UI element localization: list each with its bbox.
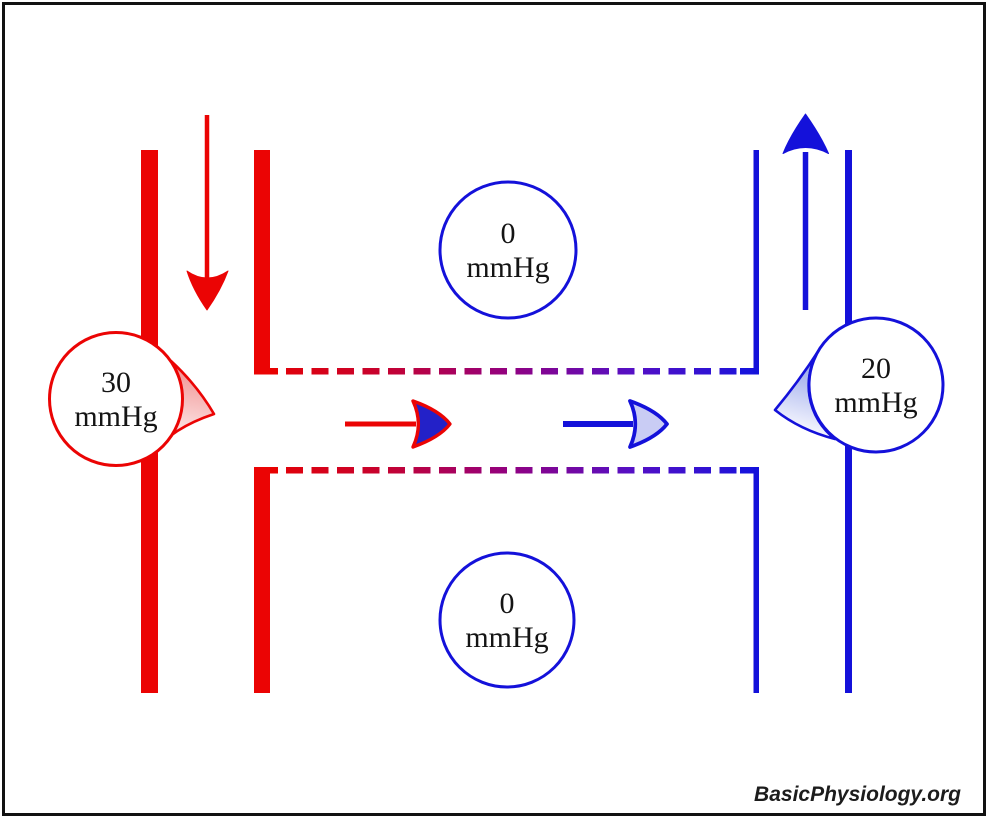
arteriole-pressure-label: 30 mmHg [74,366,157,434]
arteriole-pressure-unit: mmHg [74,400,158,433]
arrow-up-icon [782,113,829,154]
arrow-right-arterial-icon [411,399,452,449]
capillary-top-wall-right-stub [740,368,754,375]
interstitial-top-pressure-value: 0 [500,217,516,250]
capillary-top-wall-left-stub [270,368,278,375]
capillary-bottom-wall-left-stub [270,467,278,474]
arteriole-pressure-value: 30 [101,366,131,399]
interstitial-bottom-pressure-value: 0 [499,587,515,620]
pressure-circle-interstitial-bottom [438,551,576,689]
arteriole-inner-wall-upper [254,150,270,375]
pressure-circle-venule [807,316,945,454]
pressure-circle-arteriole [48,331,184,467]
interstitial-bottom-pressure-label: 0 mmHg [465,587,548,655]
venule-inner-wall-lower [753,467,759,693]
arrow-down-icon [186,270,229,311]
branding-text: BasicPhysiology.org [754,783,961,806]
capillary-bottom-wall-right-stub [740,467,754,474]
arteriole-inner-wall-lower [254,467,270,693]
venule-pressure-value: 20 [861,352,891,385]
venule-pressure-label: 20 mmHg [834,352,917,420]
interstitial-top-pressure-unit: mmHg [466,251,550,284]
arrow-right-venous-icon [628,399,669,449]
venule-pressure-unit: mmHg [834,386,918,419]
interstitial-top-pressure-label: 0 mmHg [466,217,549,285]
venule-inner-wall-upper [753,150,759,375]
pressure-circle-interstitial-top [438,180,578,320]
interstitial-bottom-pressure-unit: mmHg [465,621,549,654]
